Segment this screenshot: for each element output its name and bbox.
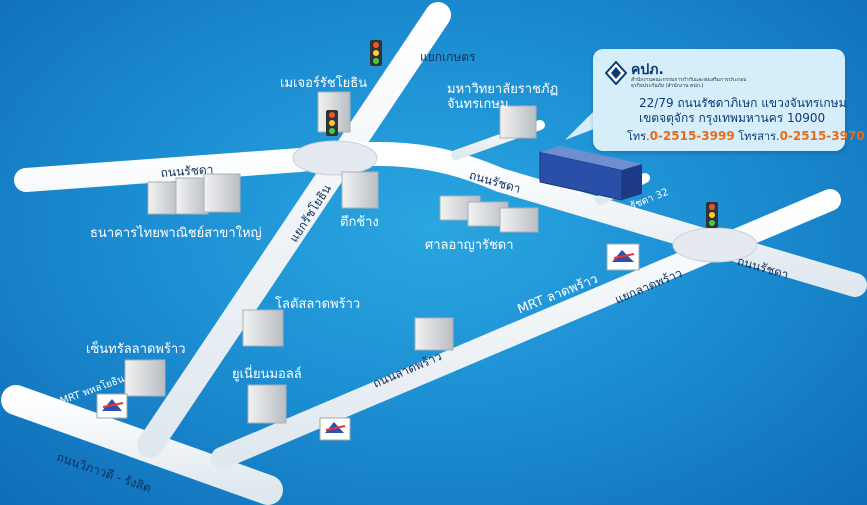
traffic-light-icon-ratchayothin bbox=[326, 110, 338, 136]
building-icon-union bbox=[247, 384, 287, 424]
building-icon-lotus bbox=[242, 309, 284, 347]
landmark-label-union: ยูเนี่ยนมอลล์ bbox=[232, 367, 302, 382]
fax-number: 0-2515-3970 bbox=[779, 129, 865, 143]
road-label-kaset-junction: แยกเกษตร bbox=[420, 50, 476, 64]
landmark-label-scb: ธนาคารไทยพาณิชย์สาขาใหญ่ bbox=[90, 226, 262, 241]
fax-label: โทรสาร. bbox=[738, 130, 780, 143]
traffic-light-icon-latphrao bbox=[706, 202, 718, 228]
building-icon-tuk-chang bbox=[341, 171, 379, 209]
org-full-name: สำนักงานคณะกรรมการกำกับและส่งเสริมการประ… bbox=[631, 77, 747, 89]
traffic-light-icon-kaset bbox=[370, 40, 382, 66]
phahonyothin-road bbox=[137, 2, 451, 458]
mrt-sign-icon-latphrao bbox=[606, 243, 640, 271]
mrt-sign-icon-phahon bbox=[96, 393, 128, 419]
building-icon-unknown bbox=[414, 317, 454, 351]
office-building-icon bbox=[539, 146, 642, 201]
mrt-sign-icon-bottom bbox=[319, 417, 351, 441]
landmark-label-major: เมเจอร์รัชโยธิน bbox=[280, 76, 368, 91]
landmark-label-central: เซ็นทรัลลาดพร้าว bbox=[86, 342, 186, 357]
office-info-card: คปภ. สำนักงานคณะกรรมการกำกับและส่งเสริมก… bbox=[593, 49, 865, 151]
oic-logo-icon bbox=[605, 61, 627, 85]
building-icon-rajabhat bbox=[499, 105, 537, 139]
office-address-line2: เขตจตุจักร กรุงเทพมหานคร 10900 bbox=[639, 111, 826, 125]
phone-number: 0-2515-3999 bbox=[649, 129, 735, 143]
building-icon-court bbox=[439, 195, 539, 233]
ratchayothin-interchange bbox=[292, 140, 378, 176]
road-label-ratchada-west: ถนนรัชดา bbox=[160, 162, 214, 180]
building-icon-scb bbox=[147, 173, 241, 215]
landmark-label-court: ศาลอาญารัชดา bbox=[425, 238, 514, 253]
landmark-label-rajabhat: มหาวิทยาลัยราชภัฏ จันทรเกษม bbox=[447, 82, 559, 112]
org-short-name: คปภ. bbox=[631, 62, 664, 78]
landmark-label-lotus: โลตัสลาดพร้าว bbox=[275, 297, 361, 312]
phone-label: โทร. bbox=[627, 130, 650, 143]
building-icon-central bbox=[124, 359, 166, 397]
office-address-line1: 22/79 ถนนรัชดาภิเษก แขวงจันทรเกษม bbox=[639, 96, 847, 110]
landmark-label-tuk-chang: ตึกช้าง bbox=[340, 215, 379, 230]
office-contact-line: โทร.0-2515-3999 โทรสาร.0-2515-3970 bbox=[627, 127, 865, 145]
